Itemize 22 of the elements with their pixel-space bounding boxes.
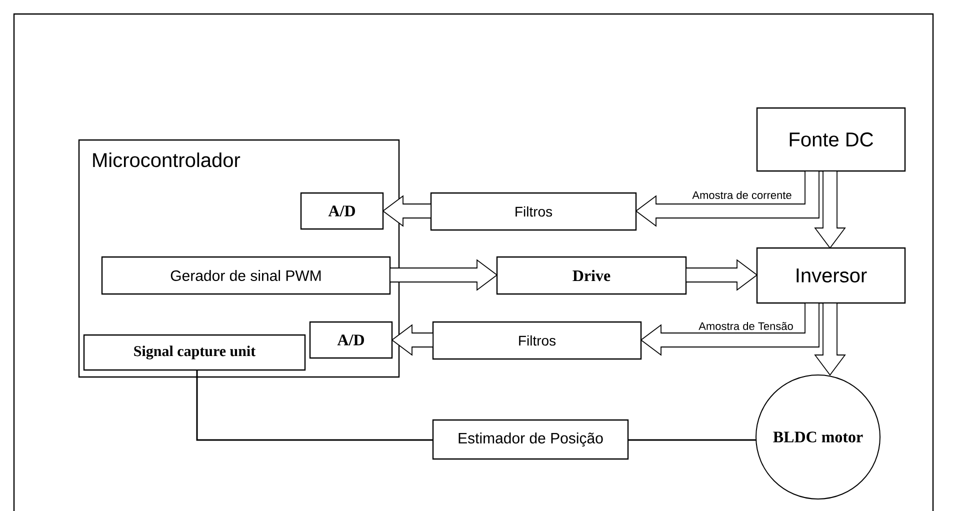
converter-box: A/D bbox=[309, 321, 393, 359]
block-arrow bbox=[391, 324, 434, 356]
connector-line bbox=[628, 439, 756, 441]
filter-box: Filtros bbox=[432, 321, 642, 360]
generator-box: Gerador de sinal PWM bbox=[101, 256, 391, 295]
connector-line bbox=[196, 370, 433, 441]
block-arrow bbox=[635, 170, 820, 227]
block-arrow bbox=[390, 259, 498, 291]
inverter-box: Inversor bbox=[756, 247, 906, 304]
driver-box: Drive bbox=[496, 256, 687, 295]
filter-box: Filtros bbox=[430, 192, 637, 231]
capture-box: Signal capture unit bbox=[83, 334, 306, 371]
source-box: Fonte DC bbox=[756, 107, 906, 172]
edge-label: Amostra de Tensão bbox=[698, 320, 794, 332]
estimator-box: Estimador de Posição bbox=[432, 419, 629, 460]
converter-box: A/D bbox=[300, 192, 384, 230]
block-arrow bbox=[382, 195, 432, 227]
edge-label: Amostra de corrente bbox=[691, 190, 793, 200]
block-arrow bbox=[814, 170, 846, 249]
block-arrow bbox=[686, 259, 758, 291]
block-arrow bbox=[814, 302, 846, 376]
block-arrow bbox=[640, 302, 820, 356]
